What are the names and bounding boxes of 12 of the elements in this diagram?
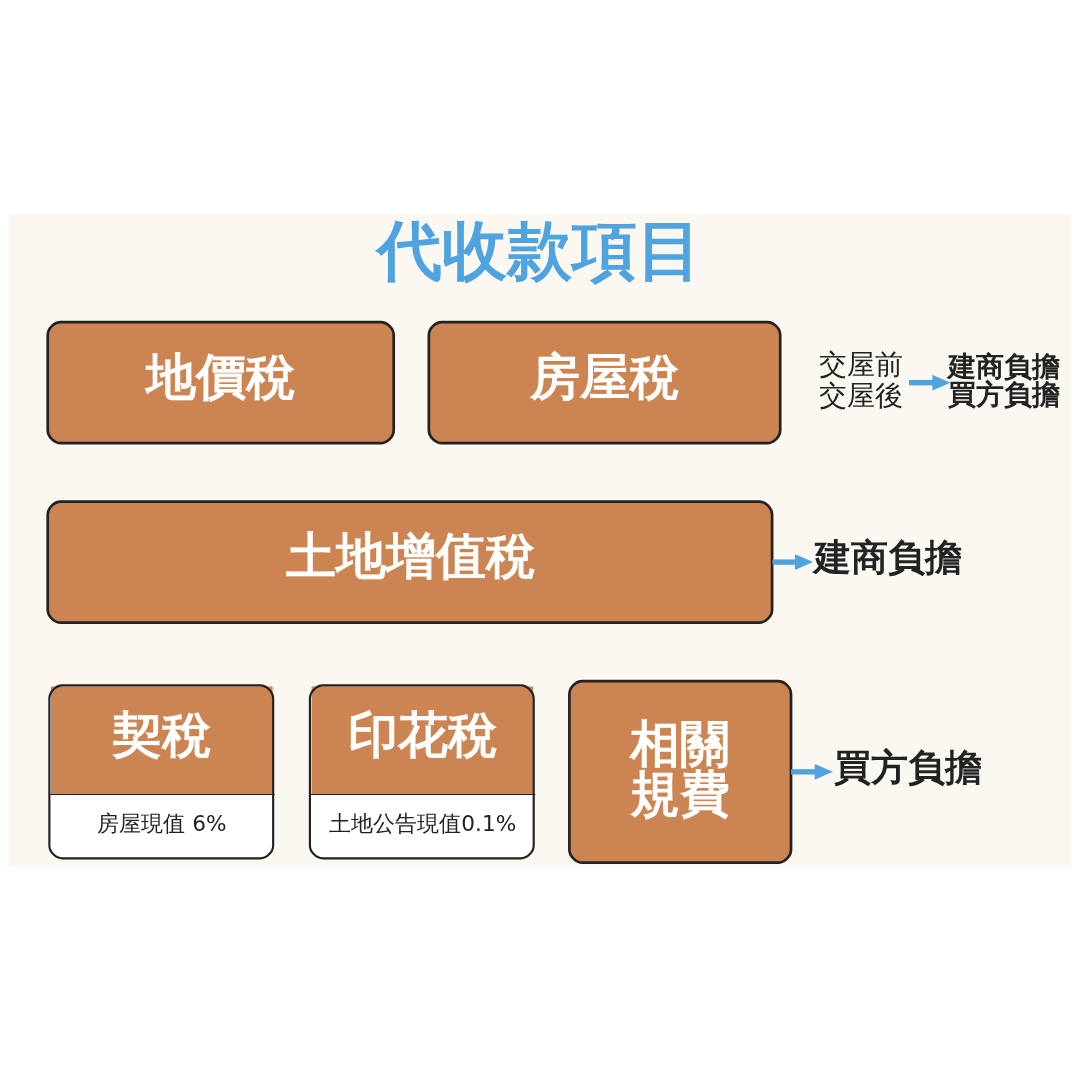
node-text: 買方負擔 (833, 745, 982, 789)
arrow (791, 763, 833, 780)
node-text: 交屋前 交屋後 (819, 347, 904, 412)
arrow (772, 553, 814, 570)
diagram-title: 代收款項目 (377, 212, 703, 288)
node-box: 土地增值稅 (46, 499, 774, 624)
node-text: 建商負擔 (814, 535, 963, 579)
node-box: 地價稅 (46, 320, 396, 445)
node-text: 建商負擔 買方負擔 (948, 349, 1061, 411)
arrow (909, 374, 951, 391)
node-box: 房屋稅 (427, 320, 782, 445)
node-box: 相關規費 (568, 679, 793, 864)
